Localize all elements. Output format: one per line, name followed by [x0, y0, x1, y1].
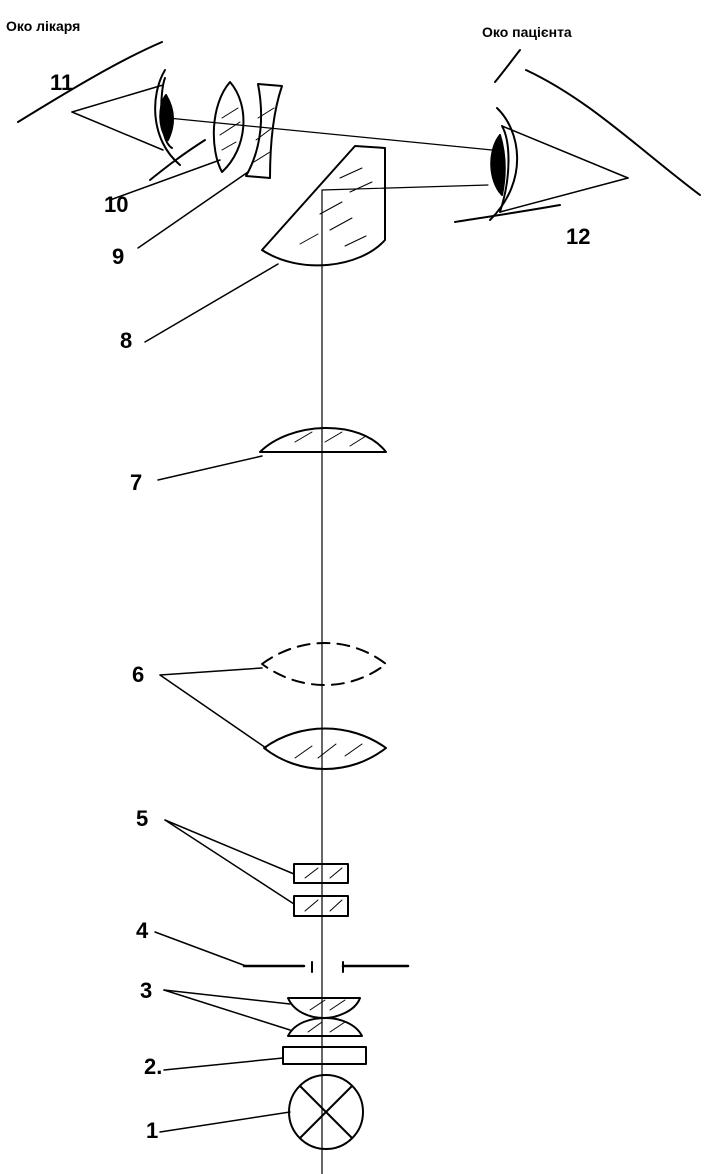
lamp-1: [288, 1074, 364, 1150]
lens-10: [212, 81, 245, 173]
label-6: 6: [132, 662, 144, 687]
leader-2: [163, 1057, 284, 1071]
label-7: 7: [130, 470, 142, 495]
lens-9: [245, 83, 283, 179]
leader-9: [137, 171, 249, 249]
doctor-eye-caption: Око лікаря: [6, 18, 81, 34]
condenser-3: [287, 997, 363, 1037]
lens-6-dashed: [261, 642, 387, 686]
label-4: 4: [136, 918, 149, 943]
leader-3b: [163, 989, 291, 1031]
leader-8: [144, 263, 279, 343]
label-2: 2.: [144, 1054, 162, 1079]
patient-eye-caption: Око пацієнта: [482, 24, 572, 40]
label-10: 10: [104, 192, 128, 217]
label-11: 11: [50, 70, 73, 95]
lens-6: [263, 727, 387, 770]
label-9: 9: [112, 244, 124, 269]
label-1: 1: [146, 1118, 158, 1143]
label-5: 5: [136, 806, 148, 831]
leader-10: [109, 159, 221, 201]
filters-5: [293, 863, 349, 917]
diaphragm-4: [242, 961, 410, 973]
filter-plate-2: [282, 1046, 367, 1065]
leader-6a: [159, 667, 263, 676]
leader-6b: [159, 674, 267, 749]
doctor-eye: [17, 41, 206, 181]
sight-line: [167, 117, 493, 151]
leader-7: [157, 455, 263, 481]
leader-5a: [164, 819, 295, 875]
label-3: 3: [140, 978, 152, 1003]
leader-5b: [164, 819, 295, 905]
leader-4: [154, 931, 247, 967]
lens-7: [259, 427, 387, 453]
label-8: 8: [120, 328, 132, 353]
leader-1: [159, 1111, 291, 1133]
leader-3a: [163, 989, 291, 1005]
patient-eye: [454, 49, 701, 223]
prism-8: [261, 145, 489, 267]
label-12: 12: [566, 224, 590, 249]
